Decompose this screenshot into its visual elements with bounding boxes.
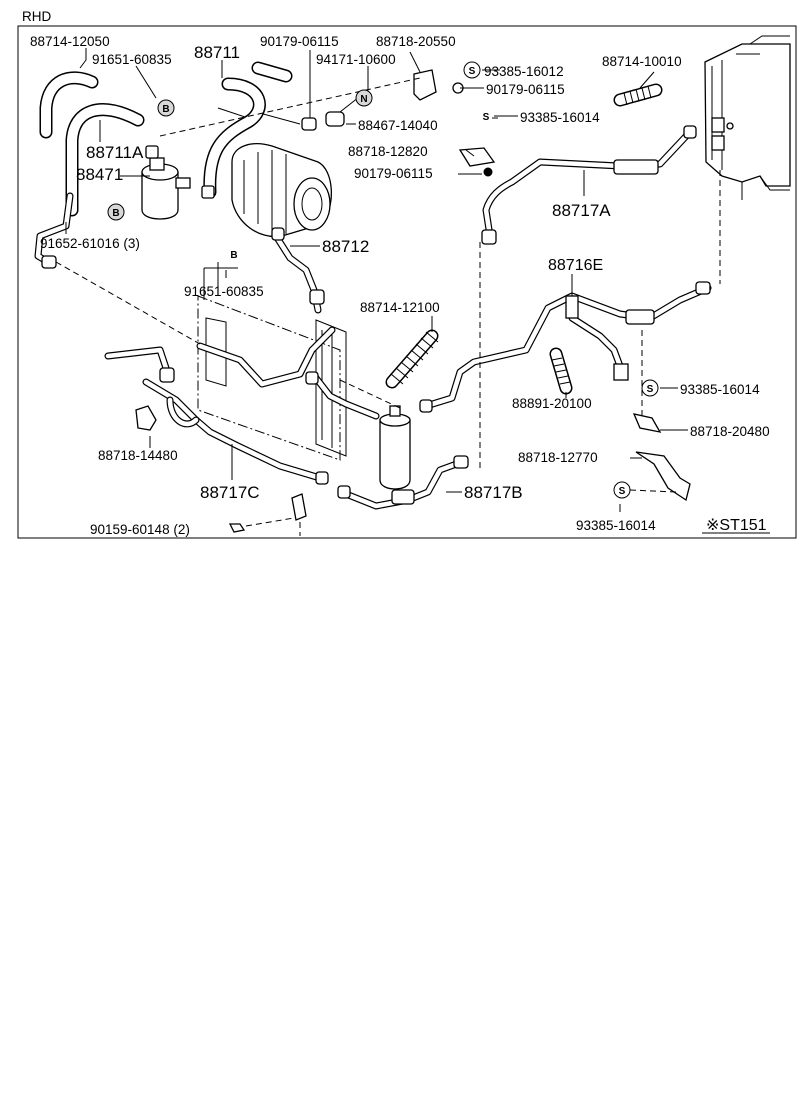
hose-88714-12100 <box>385 329 439 389</box>
footer-code: ※ST151 <box>706 517 767 534</box>
tube-88891-20100 <box>549 347 573 395</box>
svg-text:B: B <box>162 104 169 115</box>
label-88711a: 88711A <box>86 143 144 162</box>
symbol-b-marker-1: B <box>157 99 175 117</box>
label-88718-20480: 88718-20480 <box>690 424 770 439</box>
pipe-liquid-left <box>34 192 200 428</box>
hose-88711 <box>203 77 266 199</box>
label-91651-60835-top: 91651-60835 <box>92 52 172 67</box>
label-88714-12050: 88714-12050 <box>30 34 110 49</box>
label-90159-60148: 90159-60148 (2) <box>90 522 190 537</box>
label-93385-16014-b: 93385-16014 <box>680 382 760 397</box>
label-91652-61016: 91652-61016 (3) <box>40 236 140 251</box>
pipe-88717c <box>142 378 324 482</box>
label-90179-06115-c: 90179-06115 <box>354 166 433 181</box>
label-88711: 88711 <box>194 43 240 62</box>
label-93385-16012: 93385-16012 <box>484 64 564 79</box>
hose-88714-12050 <box>39 71 99 139</box>
svg-text:S: S <box>483 112 490 123</box>
fittings <box>41 69 711 533</box>
label-93385-16014-c: 93385-16014 <box>576 518 656 533</box>
svg-text:S: S <box>469 66 476 77</box>
label-88718-12820: 88718-12820 <box>348 144 428 159</box>
label-88718-12770: 88718-12770 <box>518 450 598 465</box>
condenser-drawing <box>197 262 347 461</box>
pipe-condenser-out <box>312 374 380 420</box>
heater-unit-drawing <box>704 35 791 200</box>
label-88718-14480: 88718-14480 <box>98 448 178 463</box>
label-90179-06115-a: 90179-06115 <box>260 34 339 49</box>
label-88717b: 88717B <box>464 483 523 502</box>
label-88712: 88712 <box>322 237 369 256</box>
symbol-b-marker-3: B <box>230 250 237 261</box>
symbol-s-marker-4: S <box>613 481 631 499</box>
symbol-s-marker-2: S <box>483 112 490 123</box>
symbol-b-marker-2: B <box>107 203 125 221</box>
accumulator-drawing <box>141 157 191 220</box>
pipe-88717b <box>342 458 466 510</box>
label-88891-20100: 88891-20100 <box>512 396 592 411</box>
svg-text:B: B <box>112 208 119 219</box>
pipe-88717a <box>482 128 694 240</box>
receiver-dryer-drawing <box>379 405 411 490</box>
hose-88714-10010 <box>613 83 663 107</box>
svg-text:S: S <box>619 486 626 497</box>
label-88716e: 88716E <box>548 257 603 274</box>
reference-lines <box>55 77 721 536</box>
label-88717a: 88717A <box>552 201 611 220</box>
label-88718-20550: 88718-20550 <box>376 34 456 49</box>
svg-text:S: S <box>647 384 654 395</box>
svg-text:N: N <box>360 94 367 105</box>
label-88714-10010: 88714-10010 <box>602 54 682 69</box>
leader-lines <box>65 48 770 534</box>
label-88714-12100: 88714-12100 <box>360 300 440 315</box>
label-91651-60835-mid: 91651-60835 <box>184 284 264 299</box>
symbol-n-marker: N <box>355 89 373 107</box>
pipe-88716e <box>422 284 712 410</box>
label-94171-10600: 94171-10600 <box>316 52 396 67</box>
symbol-s-marker-1: S <box>463 61 481 79</box>
pipe-88712 <box>196 232 336 388</box>
section-label: RHD <box>22 9 51 24</box>
svg-text:B: B <box>230 250 237 261</box>
label-90179-06115-b: 90179-06115 <box>486 82 565 97</box>
page-frame <box>17 25 797 539</box>
label-88717c: 88717C <box>200 483 260 502</box>
label-93385-16014-a: 93385-16014 <box>520 110 600 125</box>
hose-88711a <box>65 103 145 217</box>
symbol-s-marker-3: S <box>641 379 659 397</box>
label-88471: 88471 <box>76 165 123 184</box>
hose-piece-top <box>251 61 293 83</box>
label-88467-14040: 88467-14040 <box>358 118 438 133</box>
